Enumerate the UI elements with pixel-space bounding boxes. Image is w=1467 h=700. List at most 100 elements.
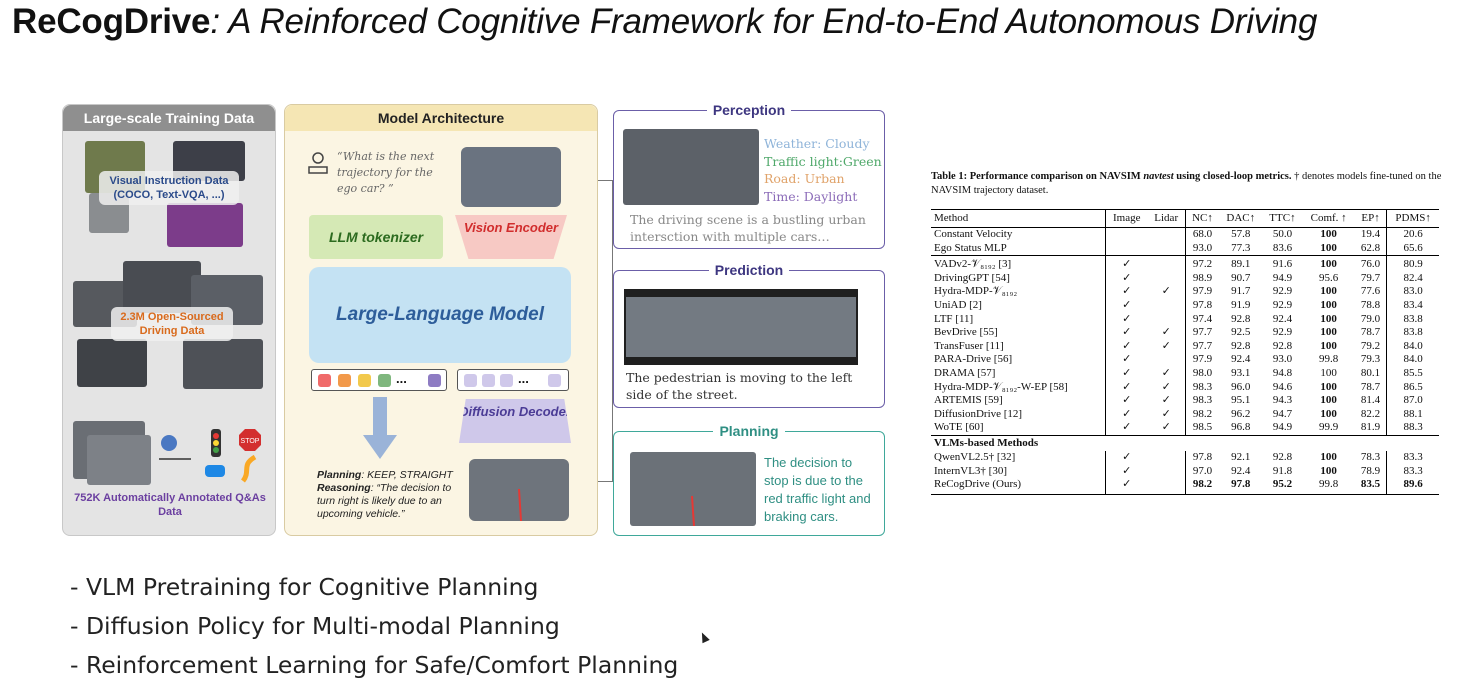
table-cell-comf: 100 [1320, 298, 1337, 311]
table-cell-method: DRAMA [57] [934, 366, 996, 379]
planning-output-text: Planning: KEEP, STRAIGHT Reasoning: “The… [317, 469, 465, 521]
table-cell-image: ✓ [1104, 298, 1148, 313]
table-cell-ep: 78.7 [1360, 326, 1381, 339]
table-cell-image: ✓ [1104, 421, 1148, 436]
table-cell-pdms: 83.8 [1386, 312, 1439, 327]
table-cell-image: ✓ [1104, 339, 1148, 354]
table-cell-dac: 95.1 [1231, 394, 1251, 407]
action-token-4 [548, 374, 561, 387]
table-cell-header: TTC↑ [1262, 209, 1303, 228]
table-cell-nc: 98.2 [1184, 478, 1220, 495]
bullet-item: - VLM Pretraining for Cognitive Planning [70, 573, 539, 601]
table-cell-ttc: 92.8 [1272, 450, 1293, 463]
table-cell-ttc: 94.3 [1272, 394, 1293, 407]
table-cell-nc: 97.2 [1184, 255, 1220, 272]
perception-box: Perception Weather: Cloudy Traffic light… [613, 102, 885, 249]
table-cell-method: Hydra-MDP-𝒱₈₁₉₂ [934, 285, 1018, 298]
stop-sign-icon [239, 429, 261, 451]
diffusion-decoder-block: Diffusion Decoder [459, 399, 571, 443]
output-text-tokens: ... [311, 369, 447, 391]
table-cell-lidar [1147, 478, 1186, 495]
table-cell-dac: 57.8 [1231, 228, 1251, 240]
car-icon [205, 465, 225, 477]
visual-instruction-tag: Visual Instruction Data (COCO, Text-VQA,… [99, 171, 239, 205]
table-cell-ep: 78.3 [1360, 450, 1381, 463]
table-cell-ep: 79.2 [1360, 339, 1381, 352]
table-cell-lidar [1148, 228, 1186, 242]
table-cell-ep: 76.0 [1354, 255, 1387, 272]
table-cell-ep: 79.3 [1360, 353, 1381, 366]
token-green [378, 374, 391, 387]
table-cell-nc: 68.0 [1184, 227, 1220, 242]
table-cell-dac: 89.1 [1219, 255, 1263, 272]
table-cell-comf: 100 [1320, 450, 1337, 463]
table-cell-nc: 97.7 [1184, 339, 1220, 354]
table-cell-method: DiffusionDrive [12] [934, 407, 1023, 420]
table-cell-lidar: ✓ [1161, 394, 1171, 407]
table-cell-comf: 100 [1320, 241, 1337, 254]
annotated-qa-caption: 752K Automatically Annotated Q&As Data [74, 492, 266, 518]
table-cell-ep: 77.6 [1360, 285, 1381, 298]
table-cell-pdms: 83.0 [1386, 285, 1439, 299]
table-cell-nc: 97.8 [1184, 450, 1220, 465]
table-cell-dac: 91.7 [1231, 285, 1251, 298]
table-cell-comf: 100 [1302, 255, 1355, 272]
table-cell-comf: 100 [1320, 464, 1337, 477]
table-cell-ttc: 83.6 [1272, 241, 1293, 254]
table-cell-nc: 98.0 [1184, 366, 1220, 381]
time-text: Time: Daylight [764, 188, 858, 204]
table-cell-header: PDMS↑ [1386, 209, 1439, 228]
prediction-description: The pedestrian is moving to the left sid… [626, 370, 853, 402]
table-cell-nc: 97.7 [1184, 326, 1220, 340]
planning-trajectory [691, 495, 695, 526]
driving-photo-2 [123, 261, 201, 313]
table-caption: Table 1: Performance comparison on NAVSI… [931, 170, 1447, 198]
table-cell-nc: 97.9 [1184, 285, 1220, 299]
training-data-header: Large-scale Training Data [63, 105, 275, 131]
table-cell-header: Lidar [1147, 209, 1186, 228]
table-cell-ep: 78.8 [1360, 298, 1381, 311]
open-sourced-data-tag: 2.3M Open-Sourced Driving Data [111, 307, 233, 341]
table-cell-ep: 82.2 [1360, 407, 1381, 420]
table-cell-method: DrivingGPT [54] [934, 271, 1010, 284]
table-cell-image: ✓ [1104, 366, 1148, 381]
table-cell-dac: 91.9 [1231, 298, 1251, 311]
table-cell-method: ARTEMIS [59] [934, 394, 1003, 407]
table-cell-ttc: 93.0 [1272, 353, 1293, 366]
table-cell-method: TransFuser [11] [934, 339, 1004, 352]
table-cell-image: ✓ [1104, 394, 1148, 408]
input-camera-image [461, 147, 561, 207]
driving-photo-4 [77, 339, 147, 387]
table-cell-image: ✓ [1104, 285, 1148, 299]
token-yellow [358, 374, 371, 387]
table-cell-image: ✓ [1104, 255, 1148, 272]
table-cell-nc: 98.3 [1184, 394, 1220, 408]
reasoning-value: : “The decision to turn right is likely … [317, 482, 452, 520]
table-cell-header: DAC↑ [1219, 209, 1263, 228]
table-cell-method: InternVL3† [30] [934, 464, 1008, 477]
table-cell-pdms: 84.0 [1386, 353, 1439, 367]
table-cell-comf: 99.8 [1302, 478, 1355, 495]
table-cell-method: UniAD [2] [934, 298, 982, 311]
table-cell-dac: 97.8 [1219, 478, 1263, 495]
table-cell-pdms: 85.5 [1386, 366, 1439, 381]
table-cell-dac: 92.8 [1231, 339, 1251, 352]
table-cell-ttc: 92.8 [1272, 339, 1293, 352]
table-cell-lidar: ✓ [1161, 339, 1171, 352]
table-cell-lidar [1147, 255, 1186, 272]
table-cell-pdms: 88.3 [1386, 421, 1439, 436]
table-cell-dac: 92.8 [1231, 312, 1251, 325]
table-cell-ttc: 92.4 [1272, 312, 1293, 325]
prediction-box: Prediction The pedestrian is moving to t… [613, 262, 885, 408]
action-token-1 [464, 374, 477, 387]
table-cell-dac: 96.8 [1231, 421, 1251, 434]
planning-box-label: Planning [614, 423, 884, 439]
